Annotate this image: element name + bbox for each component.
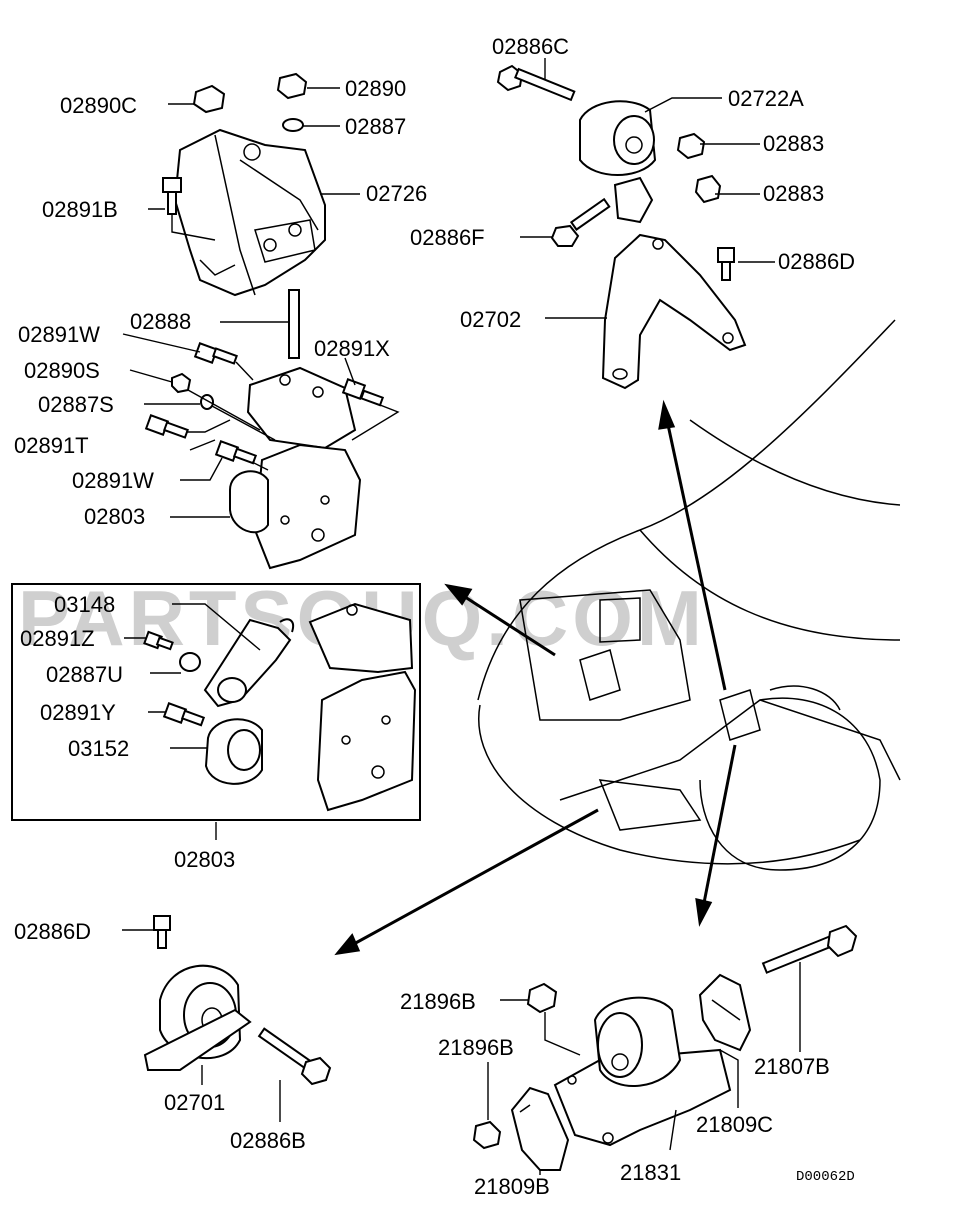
nut-02890c xyxy=(192,84,226,114)
label-02890: 02890 xyxy=(345,76,406,101)
label-02887s: 02887S xyxy=(38,392,114,417)
bolt-02891x xyxy=(341,378,385,407)
bolt-02891y xyxy=(162,702,206,727)
bracket-21809c xyxy=(698,973,752,1052)
bolt-02886d-top xyxy=(717,247,735,281)
label-02891t: 02891T xyxy=(14,433,89,458)
bolt-02886b xyxy=(257,1027,332,1086)
bolt-21807b xyxy=(761,924,858,974)
label-21896b-b: 21896B xyxy=(438,1035,514,1060)
leader-lines xyxy=(122,58,801,1175)
label-02891y: 02891Y xyxy=(40,700,116,725)
bracket-02803-top xyxy=(229,366,362,570)
label-02886d-bottom: 02886D xyxy=(14,919,91,944)
label-02803-a: 02803 xyxy=(84,504,145,529)
label-02722a: 02722A xyxy=(728,86,804,111)
bolt-02891w-b xyxy=(214,440,258,465)
label-02891w-b: 02891W xyxy=(72,468,154,493)
label-21809c: 21809C xyxy=(696,1112,773,1137)
washer-02887u xyxy=(179,652,201,672)
bolt-02886f xyxy=(550,197,611,247)
label-02888: 02888 xyxy=(130,309,191,334)
label-03152: 03152 xyxy=(68,736,129,761)
mount-arm-03148 xyxy=(203,618,294,708)
label-02886c: 02886C xyxy=(492,34,569,59)
nut-02890 xyxy=(276,72,308,100)
engine-mount-bracket-02726 xyxy=(173,128,326,297)
callout-labels: 02886C 02722A 02883 02883 02886F 02886D … xyxy=(14,34,855,1199)
label-02887u: 02887U xyxy=(46,662,123,687)
pointer-arrows xyxy=(334,399,737,956)
bracket-02702 xyxy=(601,233,747,390)
label-02891b: 02891B xyxy=(42,197,118,222)
label-02886f: 02886F xyxy=(410,225,485,250)
label-02890c: 02890C xyxy=(60,93,137,118)
label-21896b-a: 21896B xyxy=(400,989,476,1014)
vehicle-engine-bay-outline xyxy=(477,319,901,871)
label-02701: 02701 xyxy=(164,1090,225,1115)
bolt-02891t xyxy=(144,414,189,439)
diagram-code: D00062D xyxy=(796,1169,855,1185)
label-02890s: 02890S xyxy=(24,358,100,383)
label-02891z: 02891Z xyxy=(20,626,95,651)
label-02887: 02887 xyxy=(345,114,406,139)
label-02702: 02702 xyxy=(460,307,521,332)
label-02891x: 02891X xyxy=(314,336,390,361)
nut-02883-b xyxy=(694,174,722,204)
label-03148: 03148 xyxy=(54,592,115,617)
label-21831: 21831 xyxy=(620,1160,681,1185)
bolt-02891z xyxy=(143,630,174,651)
label-02803-b: 02803 xyxy=(174,847,235,872)
bolt-02886d-bottom xyxy=(153,915,171,949)
bushing-03152 xyxy=(204,718,263,785)
label-21809b: 21809B xyxy=(474,1174,550,1199)
stud-02888 xyxy=(288,289,300,359)
assembly-box-02803 xyxy=(11,583,421,821)
mount-21831 xyxy=(553,996,732,1147)
label-21807b: 21807B xyxy=(754,1054,830,1079)
bolt-02891w-a xyxy=(193,342,238,365)
mount-02701 xyxy=(143,964,252,1071)
label-02726: 02726 xyxy=(366,181,427,206)
bracket-02803-box xyxy=(308,602,417,812)
nut-02890s xyxy=(171,372,192,394)
mount-bushing-02722a xyxy=(579,100,657,224)
nut-21896b-a xyxy=(526,982,558,1014)
label-02886b: 02886B xyxy=(230,1128,306,1153)
label-02886d-top: 02886D xyxy=(778,249,855,274)
label-02883-a: 02883 xyxy=(763,131,824,156)
washer-02887 xyxy=(282,118,304,132)
washer-02887s xyxy=(200,394,214,410)
bolt-02886c xyxy=(496,64,576,102)
bracket-21809b xyxy=(510,1086,570,1171)
label-02891w-a: 02891W xyxy=(18,322,100,347)
nut-21896b-b xyxy=(472,1120,502,1150)
nut-02883-a xyxy=(676,132,706,160)
label-02883-b: 02883 xyxy=(763,181,824,206)
